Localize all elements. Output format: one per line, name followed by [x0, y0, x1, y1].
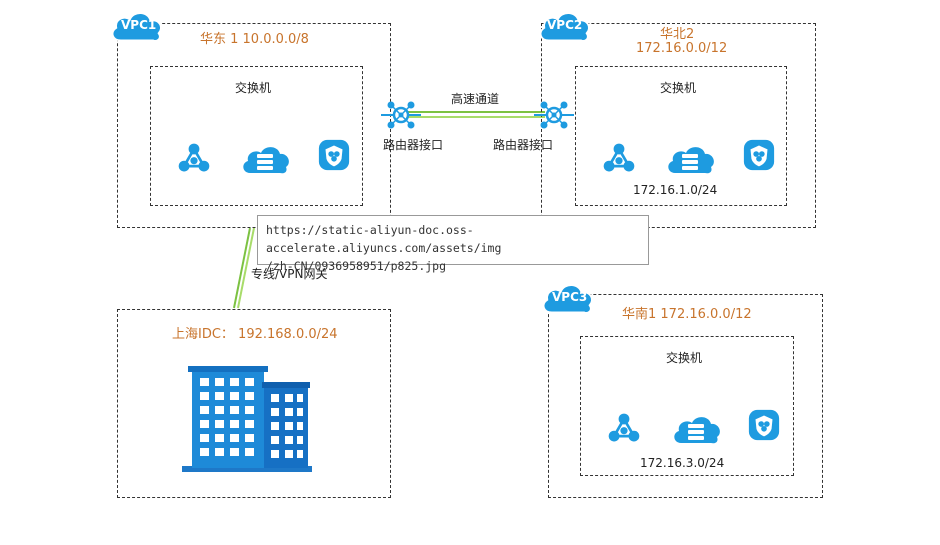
- vpc1-badge: VPC1: [121, 18, 157, 32]
- router-right-icon: [534, 100, 574, 130]
- vpc2-switch-box: [575, 66, 787, 206]
- idc-box: [117, 309, 391, 498]
- vpc2-region-cidr: 172.16.0.0/12: [636, 41, 728, 56]
- high-speed-channel-label: 高速通道: [451, 92, 500, 106]
- share-nodes-icon: [601, 140, 637, 176]
- cloud-database-icon: [665, 143, 715, 177]
- tooltip-line-2: /zh-CN/0936958951/p825.jpg: [266, 259, 447, 273]
- share-nodes-icon: [606, 410, 642, 446]
- router-left-label: 路由器接口: [383, 138, 444, 152]
- share-nodes-icon: [176, 140, 212, 176]
- building-icon: [182, 366, 312, 472]
- vpc3-subnet: 172.16.3.0/24: [640, 456, 725, 470]
- vpc1-region: 华东 1 10.0.0.0/8: [200, 32, 309, 47]
- router-left-icon: [381, 100, 421, 130]
- vpc2-subnet: 172.16.1.0/24: [633, 183, 718, 197]
- router-right-label: 路由器接口: [493, 138, 554, 152]
- vpn-line: [233, 227, 255, 309]
- vpc3-switch-label: 交换机: [666, 351, 703, 365]
- high-speed-channel-line: [407, 111, 545, 118]
- vpc3-box: [548, 294, 823, 498]
- vpc2-switch-label: 交换机: [660, 81, 697, 95]
- vpc3-badge: VPC3: [552, 290, 588, 304]
- idc-label: 上海IDC： 192.168.0.0/24: [172, 327, 338, 342]
- vpc2-region-name: 华北2: [660, 27, 695, 42]
- cloud-database-icon: [671, 413, 721, 447]
- vpc3-switch-box: [580, 336, 794, 476]
- shield-icon: [742, 138, 776, 172]
- shield-icon: [317, 138, 351, 172]
- vpc2-badge: VPC2: [547, 18, 583, 32]
- shield-icon: [747, 408, 781, 442]
- image-url-tooltip: https://static-aliyun-doc.oss-accelerate…: [257, 215, 649, 273]
- tooltip-line-1: https://static-aliyun-doc.oss-accelerate…: [266, 223, 502, 255]
- vpn-label: 专线/VPN网关: [251, 267, 328, 281]
- vpc1-switch-label: 交换机: [235, 81, 272, 95]
- vpc3-region: 华南1 172.16.0.0/12: [622, 307, 752, 322]
- vpc1-switch-box: [150, 66, 363, 206]
- cloud-database-icon: [240, 143, 290, 177]
